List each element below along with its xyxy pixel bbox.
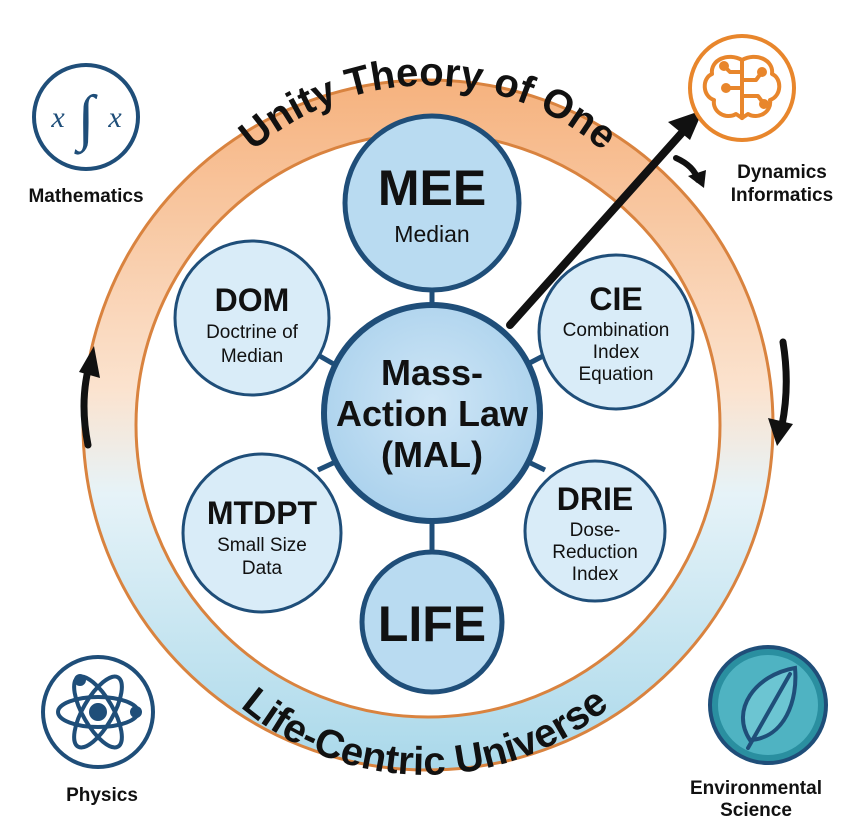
- node-mtdpt: MTDPT Small Size Data: [181, 452, 343, 614]
- drie-title: DRIE: [557, 481, 633, 517]
- mtdpt-line-2: Data: [242, 558, 283, 579]
- life-title: LIFE: [378, 596, 486, 652]
- node-mal-center: Mass- Action Law (MAL): [321, 302, 543, 524]
- svg-text:x: x: [107, 101, 122, 134]
- dom-line-1: Doctrine of: [206, 322, 299, 343]
- integral-icon: x ∫ x: [50, 84, 122, 155]
- physics-label: Physics: [66, 785, 138, 806]
- leaf-icon: [741, 665, 798, 750]
- diagonal-arrow: [506, 110, 706, 329]
- mee-title: MEE: [378, 160, 486, 216]
- node-cie: CIE Combination Index Equation: [537, 253, 695, 411]
- cie-line-2: Index: [593, 342, 640, 363]
- atom-icon: [56, 674, 142, 750]
- node-dom: DOM Doctrine of Median: [173, 239, 331, 397]
- drie-line-3: Index: [572, 564, 619, 585]
- center-line-2: Action Law: [336, 393, 529, 434]
- arrow-left-up: [80, 366, 92, 449]
- node-life: LIFE: [359, 549, 505, 695]
- dynamics-label-1: Dynamics: [737, 162, 827, 183]
- arrowhead-right: [768, 418, 793, 446]
- drie-line-1: Dose-: [570, 520, 621, 541]
- arrowhead-left: [79, 346, 100, 378]
- corner-dynamics: Dynamics Informatics: [688, 34, 833, 206]
- node-mee: MEE Median: [342, 113, 522, 293]
- ring-flow-arrows: [80, 338, 790, 449]
- node-drie: DRIE Dose- Reduction Index: [523, 459, 667, 603]
- mee-line-1: Median: [394, 221, 469, 247]
- svg-text:x: x: [50, 101, 65, 134]
- drie-line-2: Reduction: [552, 542, 638, 563]
- corner-physics: Physics: [41, 655, 155, 806]
- svg-text:∫: ∫: [74, 84, 99, 155]
- cie-line-1: Combination: [563, 320, 670, 341]
- environmental-label-2: Science: [720, 800, 792, 820]
- brain-circuit-icon: [702, 54, 782, 120]
- cie-title: CIE: [589, 281, 642, 317]
- corner-environmental: Environmental Science: [690, 645, 828, 820]
- mathematics-label: Mathematics: [28, 186, 143, 207]
- environmental-label-1: Environmental: [690, 778, 822, 799]
- mtdpt-line-1: Small Size: [217, 535, 307, 556]
- center-line-3: (MAL): [381, 434, 483, 475]
- corner-mathematics: x ∫ x Mathematics: [28, 63, 144, 207]
- dom-line-2: Median: [221, 346, 283, 367]
- dynamics-label-2: Informatics: [731, 185, 833, 206]
- dom-title: DOM: [215, 282, 290, 318]
- mtdpt-title: MTDPT: [207, 495, 318, 531]
- arrow-right-down: [778, 338, 790, 429]
- cie-line-3: Equation: [578, 364, 653, 385]
- center-line-1: Mass-: [381, 352, 483, 393]
